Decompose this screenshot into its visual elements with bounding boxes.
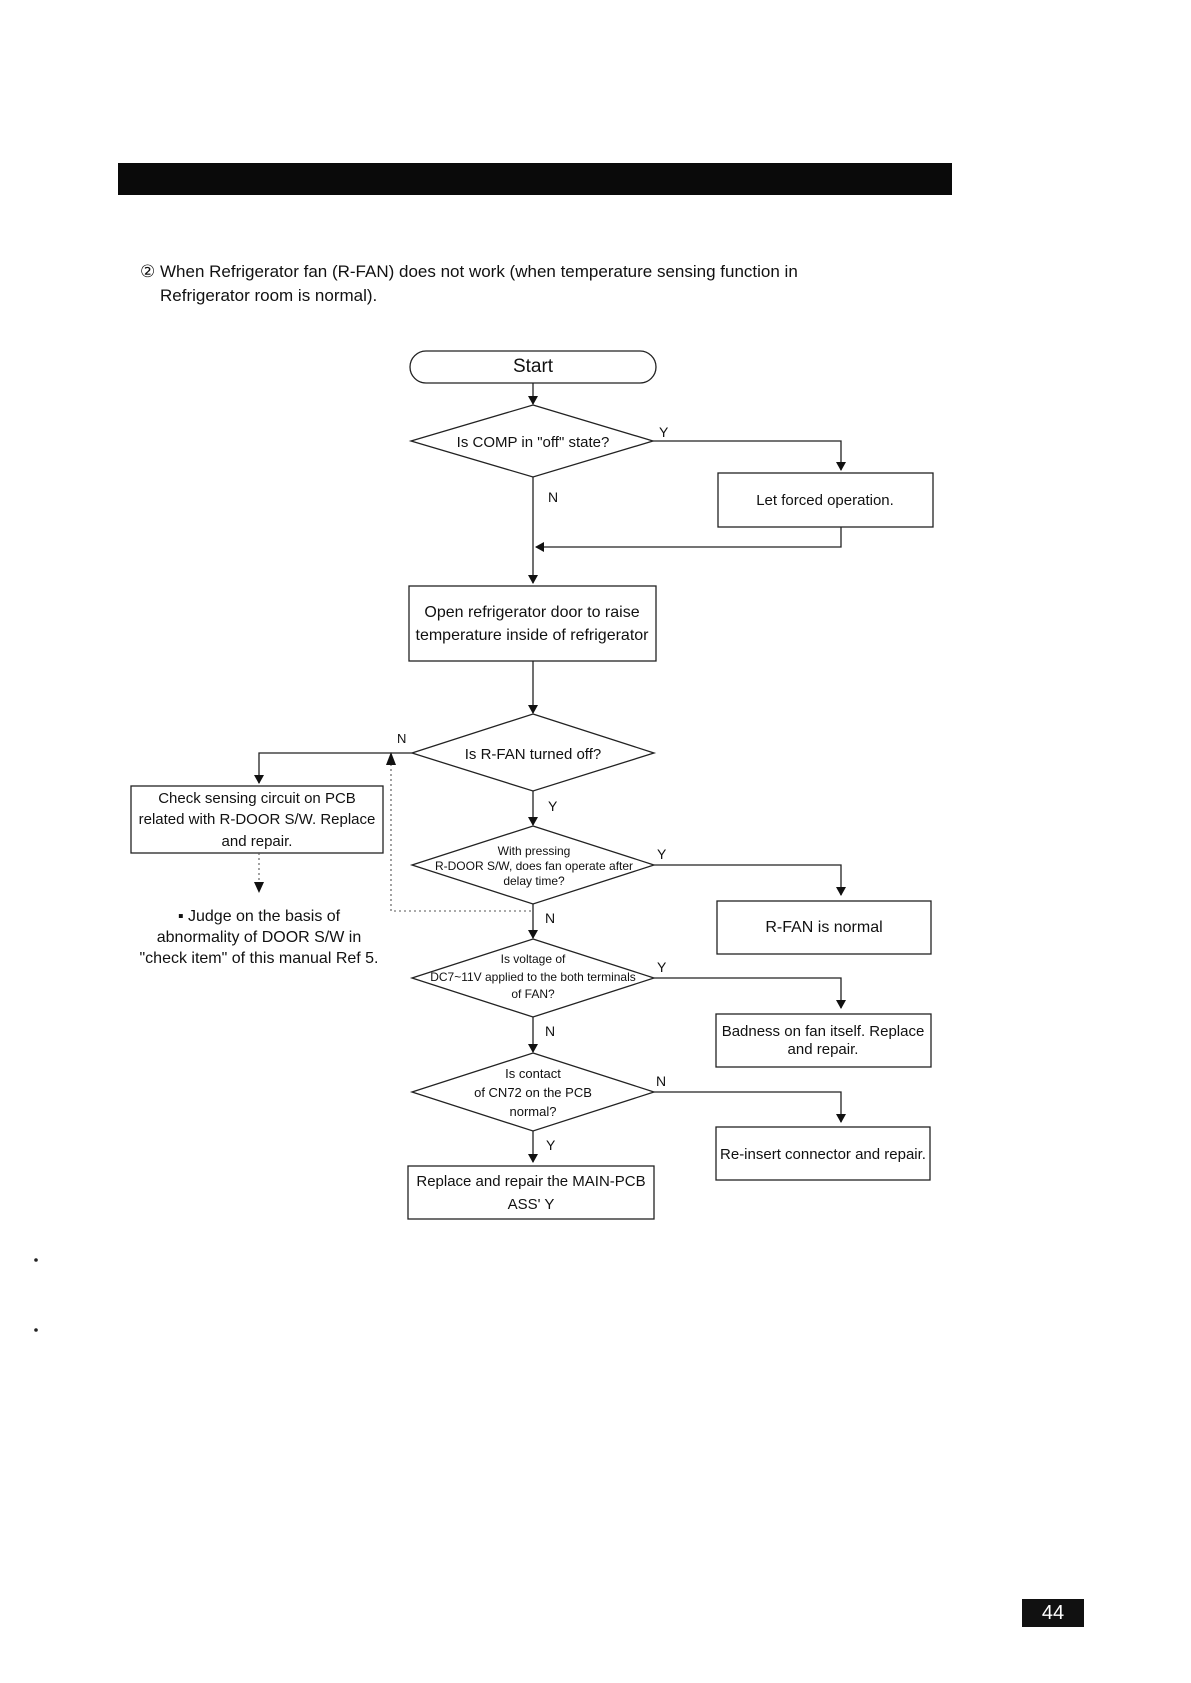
d1-yes-label: Y [659, 424, 669, 440]
process-forced-operation [717, 472, 934, 528]
rfan-normal-text: R-FAN is normal [765, 919, 882, 936]
process-rfan-normal [716, 900, 932, 955]
decision-voltage-line-3: of FAN? [511, 987, 555, 1001]
margin-dot [34, 1258, 38, 1262]
process-reinsert [715, 1126, 931, 1181]
arrow-d3-yes [654, 864, 846, 896]
d2-yes-label: Y [548, 798, 558, 814]
check-sensing-line-3: and repair. [222, 833, 293, 850]
decision-door-switch-line-2: R-DOOR S/W, does fan operate after [435, 859, 633, 873]
d3-no-label: N [545, 910, 555, 926]
process-open-door [408, 585, 657, 662]
open-door-line-2: temperature inside of refrigerator [416, 627, 650, 644]
note-line-3: "check item" of this manual Ref 5. [139, 950, 378, 967]
replace-line-2: ASS' Y [508, 1196, 555, 1213]
badness-line-2: and repair. [788, 1041, 859, 1058]
arrow-d5-no [654, 1091, 846, 1123]
intro-line-1: When Refrigerator fan (R-FAN) does not w… [159, 262, 798, 281]
decision-rfan-off-text: Is R-FAN turned off? [465, 746, 601, 763]
decision-comp-off-text: Is COMP in "off" state? [457, 434, 610, 451]
circled-number: ② [140, 262, 156, 281]
decision-door-switch-line-1: With pressing [498, 844, 571, 858]
feedback-arrowhead [386, 752, 396, 765]
d5-yes-label: Y [546, 1137, 556, 1153]
arrow-forced-return [535, 527, 842, 552]
reinsert-text: Re-insert connector and repair. [720, 1146, 926, 1163]
note-line-2: abnormality of DOOR S/W in [157, 929, 362, 946]
arrow-d4-yes [654, 977, 846, 1009]
header-bar [118, 163, 952, 195]
page-number: 44 [1022, 1599, 1084, 1627]
forced-operation-text: Let forced operation. [756, 492, 894, 509]
decision-contact-line-2: of CN72 on the PCB [474, 1085, 592, 1100]
decision-voltage-line-2: DC7~11V applied to the both terminals [430, 970, 636, 984]
process-check-sensing [130, 785, 384, 854]
arrow-d1-yes [653, 440, 846, 471]
note-line-1: ▪ Judge on the basis of [178, 908, 341, 925]
intro-text: ② When Refrigerator fan (R-FAN) does not… [140, 260, 900, 308]
d1-no-label: N [548, 489, 558, 505]
d2-no-label: N [397, 731, 406, 746]
check-sensing-line-1: Check sensing circuit on PCB [158, 790, 356, 807]
start-label: Start [513, 356, 554, 377]
d4-yes-label: Y [657, 959, 667, 975]
d5-no-label: N [656, 1073, 666, 1089]
dotted-feedback [390, 754, 531, 912]
d3-yes-label: Y [657, 846, 667, 862]
process-badness-fan [715, 1013, 932, 1068]
replace-line-1: Replace and repair the MAIN-PCB [416, 1173, 645, 1190]
decision-door-switch-line-3: delay time? [503, 874, 565, 888]
d4-no-label: N [545, 1023, 555, 1039]
arrowhead-to-note [254, 882, 264, 893]
process-replace-main-pcb [407, 1165, 655, 1220]
margin-dot [34, 1328, 38, 1332]
badness-line-1: Badness on fan itself. Replace [722, 1023, 925, 1040]
check-sensing-line-2: related with R-DOOR S/W. Replace [139, 811, 376, 828]
intro-line-2: Refrigerator room is normal). [160, 286, 378, 305]
decision-voltage-line-1: Is voltage of [501, 952, 566, 966]
decision-contact-line-1: Is contact [505, 1066, 561, 1081]
open-door-line-1: Open refrigerator door to raise [424, 604, 639, 621]
arrow-d2-no [254, 752, 412, 784]
decision-contact-line-3: normal? [510, 1104, 557, 1119]
